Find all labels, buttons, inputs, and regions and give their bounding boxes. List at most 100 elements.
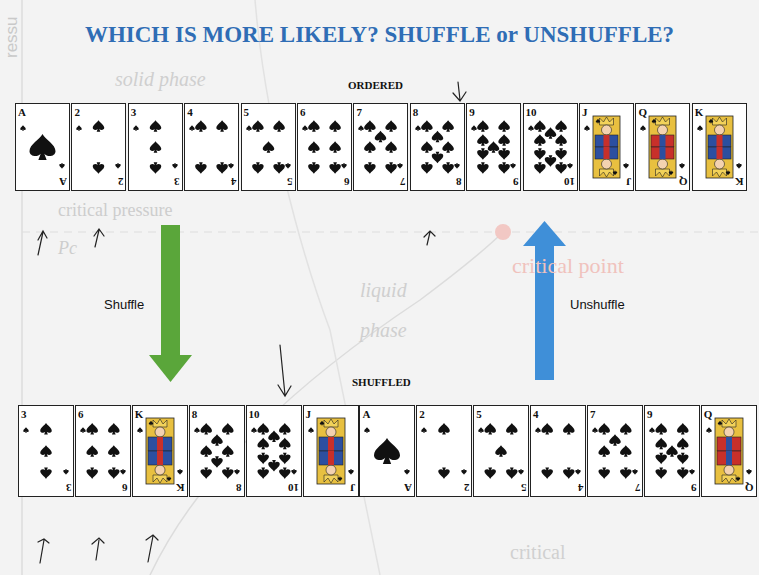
card-rank: A <box>362 409 370 420</box>
watermark-region: solid phase <box>115 68 206 91</box>
card-rank: J <box>626 176 632 187</box>
card-rank: 8 <box>236 482 242 493</box>
card-rank: Q <box>704 409 713 420</box>
card-rank: 8 <box>456 176 462 187</box>
card-rank: 9 <box>691 482 697 493</box>
card-rank: 2 <box>118 176 124 187</box>
watermark-label: critical point <box>512 253 624 279</box>
playing-card: 88 <box>189 405 245 497</box>
card-rank: 7 <box>590 409 596 420</box>
playing-card: JJ <box>579 103 634 191</box>
card-rank: J <box>306 409 312 420</box>
card-face <box>304 406 358 496</box>
playing-card: 44 <box>184 103 239 191</box>
card-face <box>190 406 244 496</box>
card-rank: 8 <box>413 107 419 118</box>
playing-card: AA <box>15 103 70 191</box>
card-rank: 6 <box>78 409 84 420</box>
card-rank: 8 <box>192 409 198 420</box>
card-face <box>531 406 585 496</box>
card-rank: 10 <box>288 482 299 493</box>
playing-card: 33 <box>18 405 74 497</box>
playing-card: 77 <box>587 405 643 497</box>
card-rank: Q <box>679 176 688 187</box>
playing-card: KK <box>692 103 747 191</box>
card-rank: K <box>176 482 185 493</box>
playing-card: 88 <box>410 103 465 191</box>
card-rank: 5 <box>287 176 293 187</box>
playing-card: QQ <box>635 103 690 191</box>
card-rank: 7 <box>400 176 406 187</box>
card-rank: Q <box>745 482 754 493</box>
card-rank: 2 <box>74 107 80 118</box>
card-rank: 10 <box>526 107 537 118</box>
card-face <box>242 104 295 190</box>
watermark-label: Pc <box>58 238 77 259</box>
card-rank: 5 <box>521 482 527 493</box>
playing-card: 77 <box>353 103 408 191</box>
card-rank: 9 <box>513 176 519 187</box>
card-rank: A <box>18 107 26 118</box>
playing-card: 99 <box>466 103 521 191</box>
card-rank: K <box>735 176 744 187</box>
card-rank: 7 <box>356 107 362 118</box>
playing-card: 66 <box>297 103 352 191</box>
card-rank: 2 <box>464 482 470 493</box>
playing-card: JJ <box>303 405 359 497</box>
card-rank: J <box>350 482 356 493</box>
row-heading: ORDERED <box>348 79 403 91</box>
card-face <box>580 104 633 190</box>
card-rank: A <box>59 176 67 187</box>
card-rank: 4 <box>578 482 584 493</box>
card-rank: 10 <box>564 176 575 187</box>
card-face <box>411 104 464 190</box>
playing-card: 22 <box>71 103 126 191</box>
arrow-label: Unshuffle <box>570 297 625 312</box>
card-rank: J <box>582 107 588 118</box>
playing-card: 10 10 <box>523 103 578 191</box>
card-rank: 3 <box>174 176 180 187</box>
row-heading: SHUFFLED <box>352 376 411 388</box>
card-rank: 4 <box>187 107 193 118</box>
card-rank: 2 <box>419 409 425 420</box>
playing-card: 55 <box>241 103 296 191</box>
watermark-region: liquid phase <box>360 270 430 350</box>
card-face <box>76 406 130 496</box>
watermark-label: critical <box>510 541 566 564</box>
card-face <box>588 406 642 496</box>
arrow-label: Shuffle <box>104 297 144 312</box>
playing-card: 44 <box>530 405 586 497</box>
card-rank: 9 <box>469 107 475 118</box>
card-rank: 3 <box>21 409 27 420</box>
playing-card: 22 <box>416 405 472 497</box>
card-face <box>185 104 238 190</box>
card-rank: 10 <box>249 409 260 420</box>
card-face <box>645 406 699 496</box>
playing-card: 99 <box>644 405 700 497</box>
card-rank: 5 <box>476 409 482 420</box>
card-face <box>474 406 528 496</box>
playing-card: 55 <box>473 405 529 497</box>
playing-card: 66 <box>75 405 131 497</box>
slide-title: WHICH IS MORE LIKELY? SHUFFLE or UNSHUFF… <box>0 22 759 48</box>
playing-card: 33 <box>128 103 183 191</box>
card-face <box>72 104 125 190</box>
playing-card: 10 10 <box>246 405 302 497</box>
card-rank: 6 <box>344 176 350 187</box>
card-rank: 4 <box>533 409 539 420</box>
playing-card: AA <box>359 405 415 497</box>
card-rank: K <box>695 107 704 118</box>
card-rank: 6 <box>300 107 306 118</box>
card-face <box>467 104 520 190</box>
card-rank: 3 <box>131 107 137 118</box>
card-face <box>298 104 351 190</box>
card-rank: 7 <box>635 482 641 493</box>
card-rank: Q <box>638 107 647 118</box>
card-face <box>354 104 407 190</box>
card-rank: A <box>404 482 412 493</box>
card-rank: 9 <box>647 409 653 420</box>
watermark-label: critical pressure <box>58 200 172 221</box>
card-face <box>129 104 182 190</box>
card-face <box>417 406 471 496</box>
card-rank: K <box>135 409 144 420</box>
